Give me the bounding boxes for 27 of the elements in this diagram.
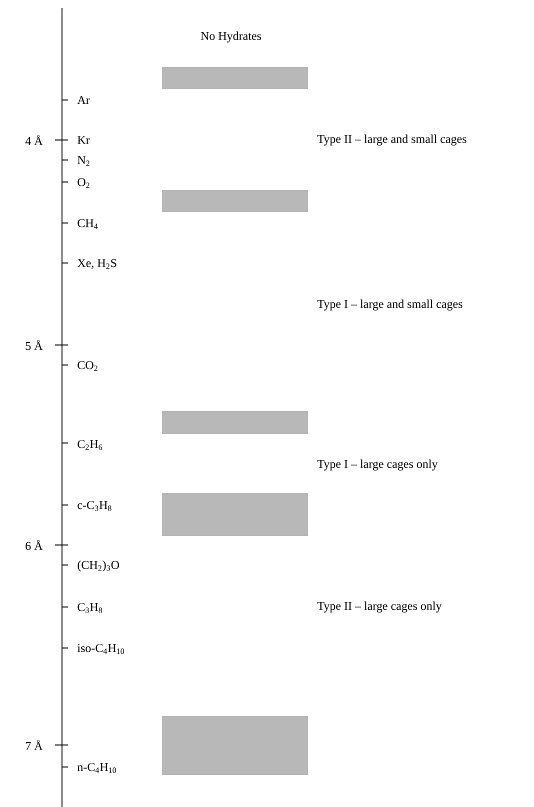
molecule-label: Xe, H$_{2}$S: [77, 259, 116, 269]
molecule-label: CH$_{4}$: [78, 219, 98, 229]
molecule-label: iso-C$_{4}$H$_{10}$: [77, 644, 124, 654]
region-label: Type I – large and small cages: [317, 300, 462, 310]
molecule-label: C$_{2}$H$_{6}$: [78, 440, 102, 450]
shaded-band: [162, 411, 308, 434]
shaded-band: [162, 67, 308, 89]
size-label: 7 Å: [26, 740, 43, 750]
molecule-label: CO$_{2}$: [78, 361, 98, 371]
molecule-label: c-C$_{3}$H$_{8}$: [78, 501, 112, 511]
size-label: 5 Å: [26, 340, 43, 350]
heading: No Hydrates: [200, 32, 262, 42]
shaded-band: [162, 716, 308, 775]
molecule-label: (CH$_{2}$)$_{3}$O: [78, 560, 120, 572]
molecule-label: n-C$_{4}$H$_{10}$: [77, 763, 116, 773]
molecule-label: Kr: [78, 136, 90, 144]
shaded-band: [162, 190, 308, 212]
molecule-label: C$_{3}$H$_{8}$: [78, 603, 102, 613]
region-label: Type I – large cages only: [317, 460, 438, 470]
shaded-band: [162, 493, 308, 536]
molecule-label: Ar: [77, 96, 90, 104]
molecule-label: N$_{2}$: [78, 156, 90, 166]
molecule-label: O$_{2}$: [78, 178, 90, 188]
size-label: 4 Å: [25, 135, 43, 145]
size-label: 6 Å: [26, 540, 43, 550]
region-label: Type II – large cages only: [317, 602, 442, 612]
region-label: Type II – large and small cages: [317, 134, 466, 146]
